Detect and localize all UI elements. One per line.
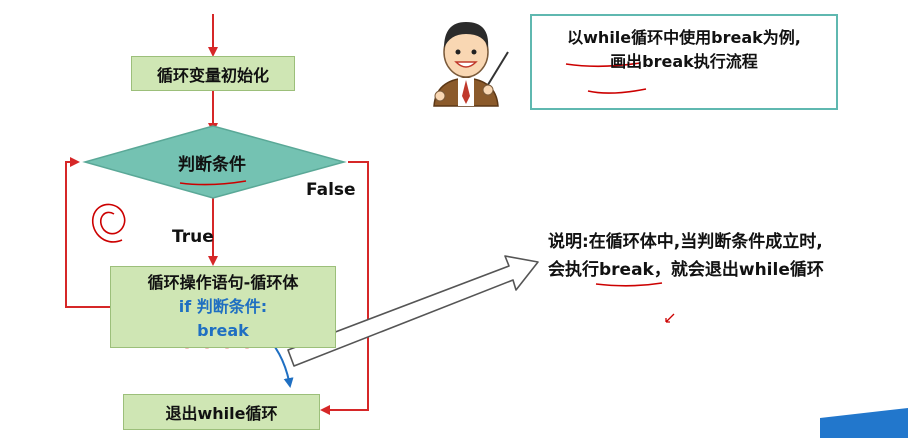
note-line-1: 以while循环中使用break为例, xyxy=(567,28,801,47)
loop-back-arrow xyxy=(65,157,110,308)
condition-underline xyxy=(179,180,247,186)
body-if-line: if 判断条件: xyxy=(178,297,268,316)
body-title: 循环操作语句-循环体 xyxy=(147,273,299,292)
corner-decoration xyxy=(820,408,908,438)
exit-box-label: 退出while循环 xyxy=(165,404,278,423)
explanation-text: 说明:在循环体中,当判断条件成立时, 会执行break，就会退出while循环 xyxy=(548,228,824,284)
condition-diamond xyxy=(82,125,347,199)
explanation-underline xyxy=(595,282,663,287)
explanation-line-2: 会执行break，就会退出while循环 xyxy=(548,260,824,280)
note-line-2: 画出break执行流程 xyxy=(610,52,758,71)
note-underline-2 xyxy=(587,88,647,94)
false-label: False xyxy=(306,180,356,200)
explanation-line-1: 说明:在循环体中,当判断条件成立时, xyxy=(548,232,823,252)
init-box: 循环变量初始化 xyxy=(131,56,295,91)
example-note-box: 以while循环中使用break为例, 画出break执行流程 xyxy=(530,14,838,110)
body-break-line: break xyxy=(197,321,249,340)
loop-body-box: 循环操作语句-循环体 if 判断条件: break xyxy=(110,266,336,348)
init-box-label: 循环变量初始化 xyxy=(156,65,269,85)
true-label: True xyxy=(172,227,214,247)
exit-box: 退出while循环 xyxy=(123,394,320,430)
pen-cursor-icon xyxy=(665,313,675,323)
spiral-doodle-icon xyxy=(91,203,126,243)
false-arrow xyxy=(320,161,369,415)
condition-label: 判断条件 xyxy=(178,155,246,175)
outline-arrow-icon xyxy=(287,255,539,367)
teacher-icon xyxy=(433,22,509,107)
note-underline-1 xyxy=(565,62,641,68)
